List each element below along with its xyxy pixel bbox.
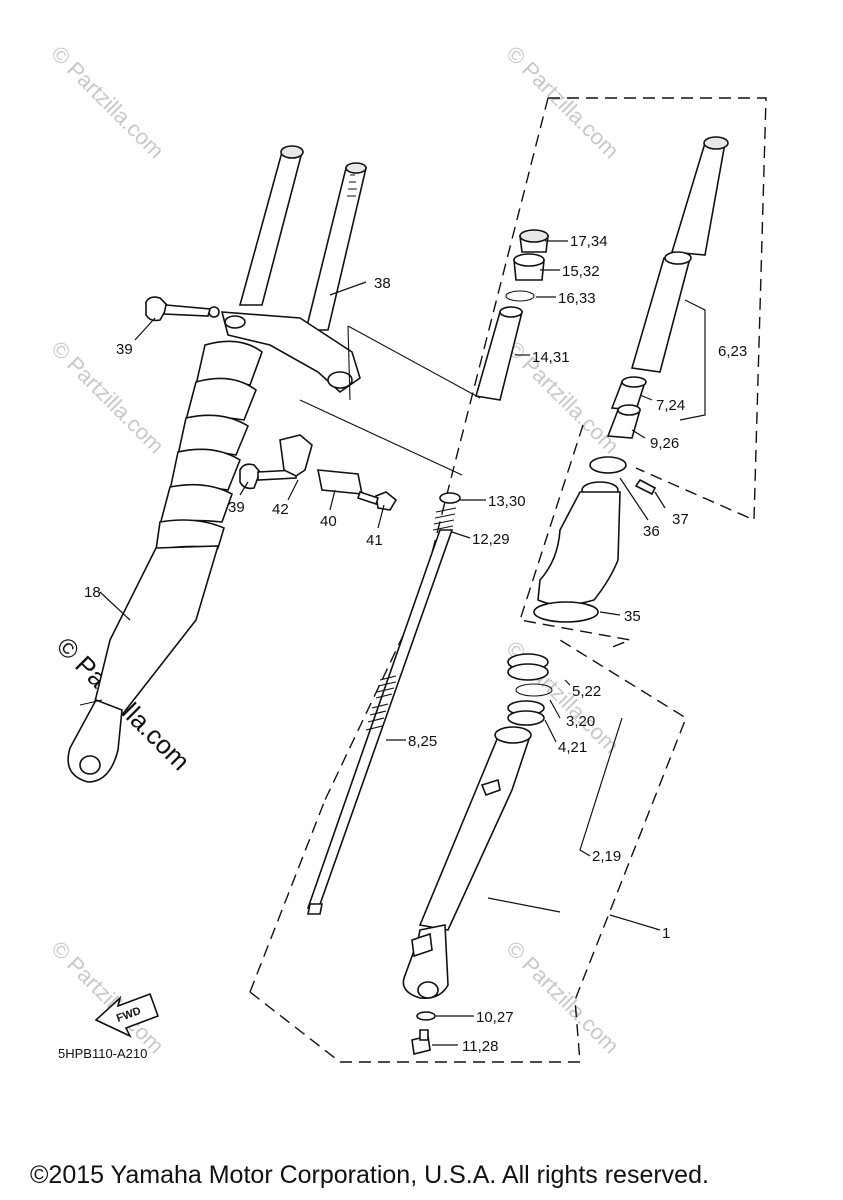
callout-38: 38 [374, 275, 391, 292]
leader-lines [99, 240, 706, 1046]
callout-18: 18 [84, 584, 101, 601]
exploded-parts-drawing [249, 97, 767, 1063]
callout-4-21: 4,21 [558, 739, 587, 756]
watermark-text: © Partzilla.com [501, 936, 624, 1059]
callout-8-25: 8,25 [408, 733, 437, 750]
callout-1: 1 [662, 925, 670, 942]
callout-12-29: 12,29 [472, 531, 510, 548]
callout-35: 35 [624, 608, 641, 625]
callout-5-22: 5,22 [572, 683, 601, 700]
callout-17-34: 17,34 [570, 233, 608, 250]
callout-39-lower: 39 [228, 499, 245, 516]
callout-40: 40 [320, 513, 337, 530]
callout-10-27: 10,27 [476, 1009, 514, 1026]
callout-41: 41 [366, 532, 383, 549]
callout-16-33: 16,33 [558, 290, 596, 307]
callout-37: 37 [672, 511, 689, 528]
bellows-drawing [155, 340, 263, 552]
callout-2-19: 2,19 [592, 848, 621, 865]
callout-13-30: 13,30 [488, 493, 526, 510]
callout-36: 36 [643, 523, 660, 540]
callout-14-31: 14,31 [532, 349, 570, 366]
callout-9-26: 9,26 [650, 435, 679, 452]
watermark-text: © Partzilla.com [46, 336, 169, 459]
watermark-text: © Partzilla.com [46, 41, 169, 164]
callout-7-24: 7,24 [656, 397, 685, 414]
callout-3-20: 3,20 [566, 713, 595, 730]
watermark-text: © Partzilla.com [501, 41, 624, 164]
callout-42: 42 [272, 501, 289, 518]
assembled-fork-drawing [67, 145, 398, 783]
watermark-layer: © Partzilla.com © Partzilla.com © Partzi… [46, 41, 624, 1059]
callout-39-upper: 39 [116, 341, 133, 358]
copyright-text: ©2015 Yamaha Motor Corporation, U.S.A. A… [30, 1161, 709, 1189]
callout-labels: 17,34 15,32 16,33 14,31 6,23 7,24 9,26 1… [84, 233, 747, 1055]
fwd-arrow-icon: FWD [94, 992, 160, 1038]
callout-6-23: 6,23 [718, 343, 747, 360]
callout-11-28: 11,28 [462, 1038, 498, 1055]
callout-15-32: 15,32 [562, 263, 600, 280]
diagram-code: 5HPB110-A210 [58, 1046, 147, 1061]
